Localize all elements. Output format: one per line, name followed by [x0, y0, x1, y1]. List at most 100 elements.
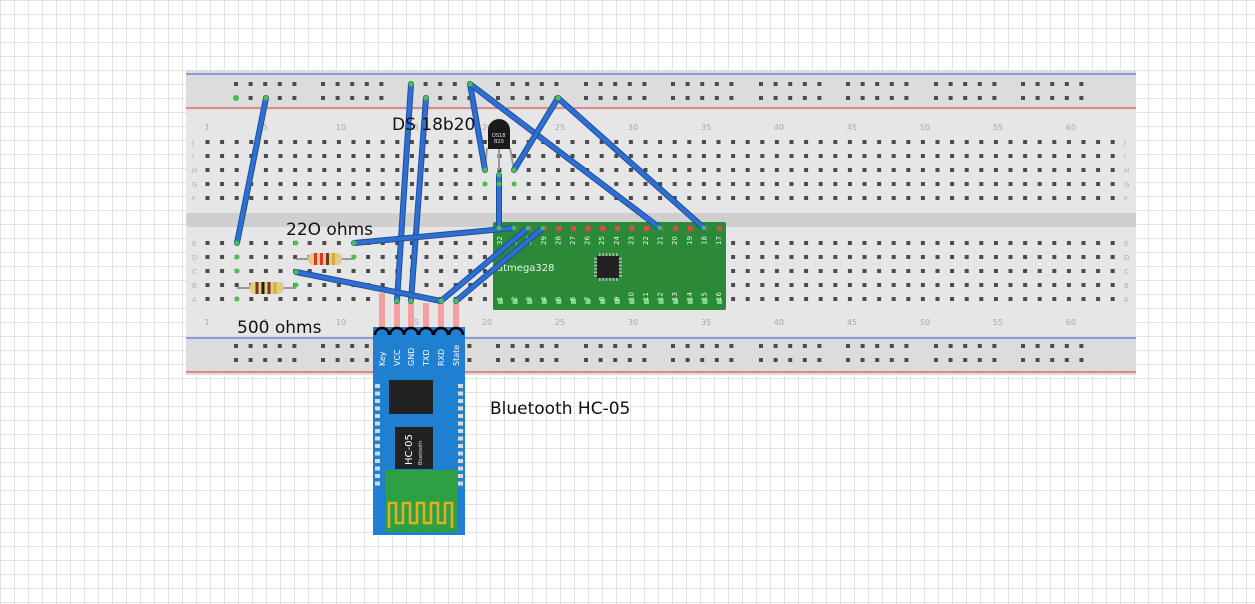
- resistor-band: [314, 253, 317, 265]
- breadboard-hole: [278, 297, 283, 301]
- breadboard-hole: [789, 283, 794, 287]
- breadboard-hole: [847, 154, 852, 158]
- breadboard-hole: [847, 196, 852, 200]
- rail-hole: [234, 344, 238, 348]
- row-letter: A: [1124, 296, 1129, 304]
- breadboard-hole: [935, 168, 940, 172]
- column-number: 30: [628, 123, 638, 132]
- mcu-pin-top: [629, 226, 635, 231]
- rail-hole: [335, 96, 340, 100]
- breadboard-hole: [687, 140, 692, 144]
- breadboard-hole: [993, 297, 998, 301]
- hc05-pin-label: Key: [378, 351, 387, 366]
- breadboard-hole: [950, 140, 955, 144]
- rail-hole: [539, 358, 544, 362]
- breadboard-hole: [1096, 154, 1101, 158]
- rail-hole: [248, 358, 253, 362]
- rail-hole: [642, 96, 647, 100]
- hc05-pad: [375, 474, 380, 478]
- breadboard-hole: [628, 154, 633, 158]
- breadboard-hole: [322, 154, 327, 158]
- wire-endpoint: [467, 81, 473, 87]
- breadboard-hole: [541, 154, 546, 158]
- breadboard-hole: [424, 196, 429, 200]
- rail-hole: [685, 96, 690, 100]
- breadboard-hole: [336, 168, 341, 172]
- rail-hole: [1021, 82, 1025, 86]
- breadboard-hole: [862, 182, 867, 186]
- mcu-pin-label-bottom: 11: [642, 292, 650, 301]
- breadboard-hole: [585, 196, 590, 200]
- breadboard-hole: [833, 297, 838, 301]
- breadboard-hole: [220, 140, 225, 144]
- breadboard-hole: [847, 283, 852, 287]
- breadboard-hole: [366, 182, 371, 186]
- rail-hole: [627, 96, 632, 100]
- mcu-pin-label-bottom: 3: [525, 297, 533, 301]
- rail-hole: [642, 358, 647, 362]
- rail-hole: [1064, 82, 1069, 86]
- breadboard-hole: [847, 168, 852, 172]
- breadboard-hole: [1008, 140, 1013, 144]
- column-number: 1: [205, 123, 210, 132]
- breadboard-hole: [424, 182, 429, 186]
- rail-hole: [889, 96, 894, 100]
- rail-hole: [584, 96, 588, 100]
- column-number: 60: [1066, 123, 1076, 132]
- breadboard-hole: [964, 182, 969, 186]
- breadboard-hole: [1052, 182, 1057, 186]
- breadboard-hole: [1023, 255, 1028, 259]
- breadboard-hole: [804, 182, 809, 186]
- rail-hole: [685, 344, 690, 348]
- mcu-pin-top: [556, 226, 562, 231]
- rail-hole: [1035, 344, 1040, 348]
- breadboard-hole: [468, 269, 473, 273]
- breadboard-hole: [891, 241, 896, 245]
- rail-hole: [496, 358, 500, 362]
- rail-hole: [350, 358, 355, 362]
- wire-endpoint: [234, 240, 240, 246]
- breadboard-hole: [307, 140, 312, 144]
- breadboard-hole: [220, 182, 225, 186]
- rail-hole: [277, 96, 282, 100]
- breadboard-hole: [862, 168, 867, 172]
- wire-endpoint: [701, 225, 707, 231]
- breadboard-hole: [541, 168, 546, 172]
- breadboard-hole: [1066, 283, 1071, 287]
- mcu-pin-label-bottom: 9: [613, 297, 621, 301]
- mcu-pin-bottom: [702, 299, 708, 304]
- breadboard-hole: [964, 196, 969, 200]
- rail-hole: [554, 344, 559, 348]
- rail-hole: [802, 358, 807, 362]
- breadboard-hole: [220, 168, 225, 172]
- breadboard-hole: [979, 168, 984, 172]
- rail-hole: [248, 96, 253, 100]
- resistor-band: [267, 282, 271, 294]
- chip-lead: [605, 253, 608, 256]
- mcu-pin-label-top: 29: [540, 236, 548, 245]
- mcu-pin-label-top: 23: [627, 236, 635, 245]
- breadboard-hole: [1110, 269, 1115, 273]
- rail-hole: [773, 344, 778, 348]
- breadboard-hole: [950, 168, 955, 172]
- breadboard-hole: [760, 255, 765, 259]
- rail-hole: [1035, 82, 1040, 86]
- rail-hole: [963, 344, 968, 348]
- column-number: 40: [774, 318, 784, 327]
- breadboard-hole: [906, 196, 911, 200]
- breadboard-hole: [818, 269, 823, 273]
- breadboard-hole: [614, 182, 619, 186]
- row-letter: B: [1124, 282, 1129, 290]
- column-number: 20: [482, 123, 492, 132]
- hc05-pad: [375, 459, 380, 463]
- mcu-pin-bottom: [717, 299, 722, 304]
- row-letter: E: [1124, 240, 1128, 248]
- hc05-pad: [458, 406, 463, 411]
- hc05-pin-lead: [394, 303, 400, 329]
- breadboard-hole: [468, 154, 473, 158]
- mcu-pin-label-bottom: 12: [657, 292, 665, 301]
- breadboard-hole: [643, 168, 648, 172]
- rail-hole: [846, 344, 850, 348]
- rail-hole: [335, 358, 340, 362]
- breadboard-hole: [818, 140, 823, 144]
